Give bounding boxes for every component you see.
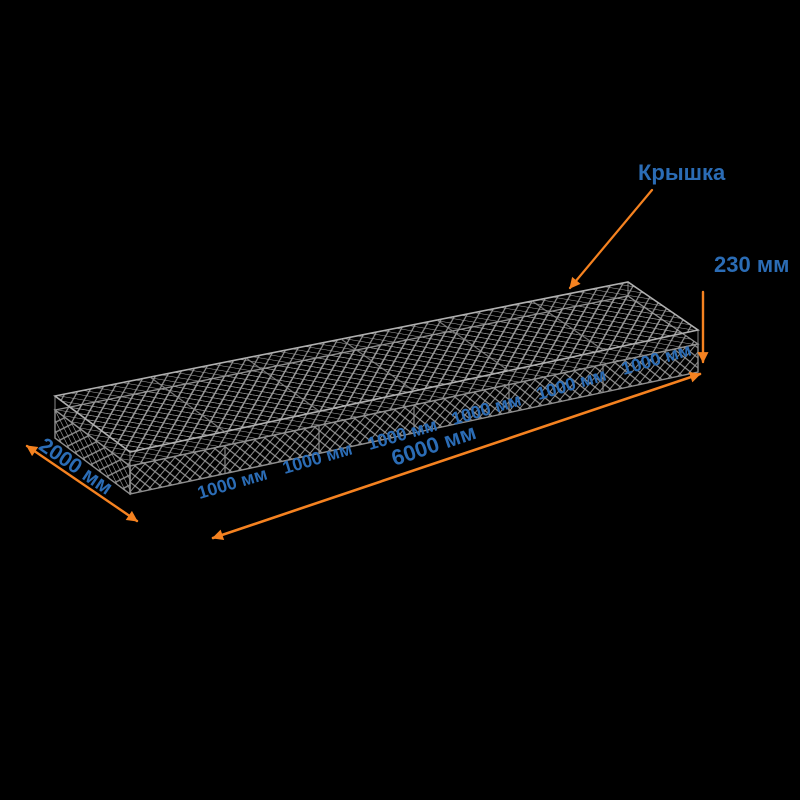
lid-leader-line (568, 188, 654, 290)
height-label: 230 мм (714, 252, 789, 277)
length-dimension-line (211, 371, 702, 541)
gabion-mattress (53, 281, 700, 496)
lid-label: Крышка (638, 160, 726, 185)
mesh-divider-line (531, 300, 604, 351)
width-dimension-line (25, 444, 139, 523)
mesh-divider-line (436, 319, 510, 372)
